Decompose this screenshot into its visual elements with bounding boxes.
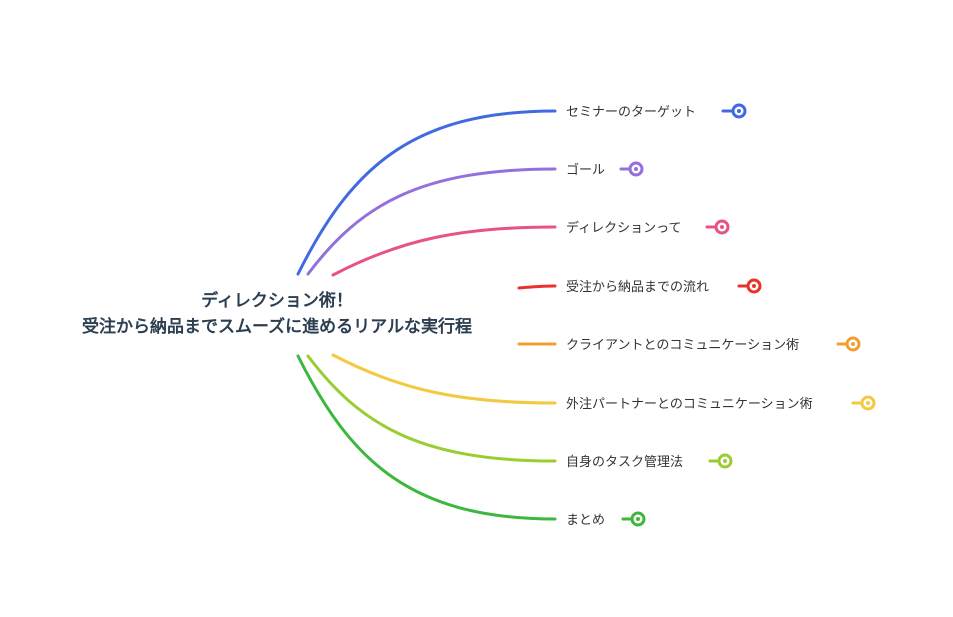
collapse-toggle-icon[interactable] [705, 219, 730, 235]
collapse-toggle-icon[interactable] [737, 278, 762, 294]
branch-connector [306, 354, 557, 463]
branch-label: 自身のタスク管理法 [566, 454, 683, 470]
branch-seminar-target[interactable]: セミナーのターゲット [296, 103, 747, 276]
branch-label: セミナーのターゲット [566, 105, 696, 120]
branch-task-management[interactable]: 自身のタスク管理法 [306, 354, 733, 470]
branch-connector [296, 109, 557, 276]
root-title-line1: ディレクション術！ [201, 290, 353, 311]
collapse-toggle-icon[interactable] [621, 511, 646, 527]
branch-direction[interactable]: ディレクションって [331, 219, 730, 277]
branch-connector [517, 284, 557, 290]
branch-connector [331, 225, 557, 277]
collapse-toggle-icon[interactable] [721, 103, 747, 119]
collapse-toggle-icon[interactable] [619, 161, 644, 177]
collapse-toggle-icon[interactable] [836, 336, 861, 352]
branch-label: 受注から納品までの流れ [566, 280, 709, 295]
branch-partner-communication[interactable]: 外注パートナーとのコミュニケーション術 [331, 353, 876, 412]
branch-order-flow[interactable]: 受注から納品までの流れ [517, 278, 762, 295]
branch-client-communication[interactable]: クライアントとのコミュニケーション術 [517, 336, 861, 353]
branch-summary[interactable]: まとめ [296, 354, 646, 528]
branch-connector [331, 353, 557, 405]
branch-connector [306, 167, 557, 276]
branch-connector [296, 354, 557, 521]
root-node[interactable]: ディレクション術！ 受注から納品までスムーズに進めるリアルな実行程 [82, 290, 472, 337]
collapse-toggle-icon[interactable] [708, 453, 733, 469]
root-title-line2: 受注から納品までスムーズに進めるリアルな実行程 [82, 316, 472, 337]
branch-label: クライアントとのコミュニケーション術 [566, 338, 799, 353]
collapse-toggle-icon[interactable] [851, 395, 876, 411]
branch-goal[interactable]: ゴール [306, 161, 644, 276]
branch-label: 外注パートナーとのコミュニケーション術 [566, 397, 813, 412]
branch-label: ゴール [566, 162, 605, 178]
branch-label: まとめ [566, 513, 605, 528]
branch-label: ディレクションって [566, 220, 681, 236]
